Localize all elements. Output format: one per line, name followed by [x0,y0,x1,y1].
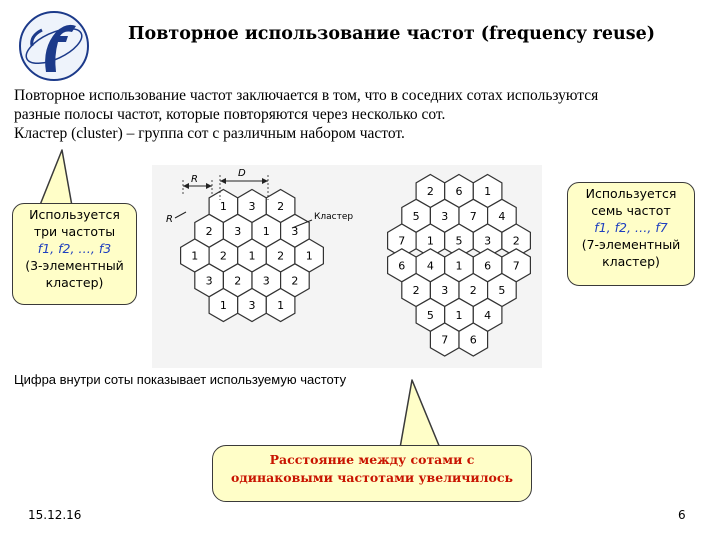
hex-cell-frequency: 1 [249,250,256,263]
hex-cell-frequency: 1 [427,235,434,248]
hex-cell-frequency: 3 [234,225,241,238]
label-d: D [238,168,246,179]
hex-cell-frequency: 2 [413,284,420,297]
callout-line: Используется [29,207,120,222]
hex-cell-frequency: 2 [277,250,284,263]
hex-cell-frequency: 1 [306,250,313,263]
intro-text: Повторное использование частот заключает… [14,86,714,143]
hex-cell-frequency: 7 [441,334,448,347]
hex-cell-frequency: 6 [484,259,491,272]
hex-cell-frequency: 1 [456,259,463,272]
hex-cell-frequency: 2 [234,274,241,287]
label-r-small: R [166,214,173,225]
hex-cell-frequency: 3 [249,299,256,312]
callout-line: (7-элементный [581,237,681,252]
hex-cell-frequency: 1 [191,250,198,263]
hex-cell-frequency: 4 [427,259,434,272]
hex-cell [265,287,296,323]
callout-line: кластер) [45,275,104,290]
hex-cell-frequency: 6 [456,185,463,198]
callout-line: одинаковыми частотами увеличилось [231,470,513,485]
callout-line: кластер) [602,254,660,269]
label-r: R [191,174,198,185]
seven-frequency-callout: Используется семь частот f1, f2, …, f7 (… [567,182,695,286]
hex-cell-frequency: 1 [263,225,270,238]
hex-cell-frequency: 1 [220,299,227,312]
diagram-caption: Цифра внутри соты показывает используему… [14,372,347,387]
hex-cell-frequency: 5 [427,309,434,322]
hex-cell-frequency: 3 [263,274,270,287]
page-number: 6 [678,508,686,522]
hex-cell-frequency: 3 [249,200,256,213]
hex-cell-frequency: 3 [441,210,448,223]
dimension-annotations: R D R Кластер [166,168,353,229]
hex-cell-frequency: 3 [484,235,491,248]
footer-date: 15.12.16 [28,508,82,522]
hex-cell-frequency: 2 [206,225,213,238]
hex-cell-frequency: 2 [291,274,298,287]
hex-cell-frequency: 3 [291,225,298,238]
hex-cell-frequency: 5 [413,210,420,223]
logo-emblem-icon [19,11,89,81]
hex-cell-frequency: 2 [220,250,227,263]
hex-cell-frequency: 6 [398,259,405,272]
hex-cell-frequency: 5 [498,284,505,297]
callout-line: семь частот [591,203,671,218]
hex-cell [458,322,489,357]
intro-line: Повторное использование частот заключает… [14,87,599,104]
hex-cell-frequency: 4 [498,210,505,223]
intro-line: Кластер (cluster) – группа сот с различн… [14,125,405,142]
hex-cell-frequency: 4 [484,309,491,322]
page-title: Повторное использование частот (frequenc… [128,24,655,44]
hex-cell-frequency: 2 [513,235,520,248]
distance-callout: Расстояние между сотами с одинаковыми ча… [212,445,532,502]
hex-cell-frequency: 7 [398,235,405,248]
hex-cell-frequency: 2 [470,284,477,297]
hex-cell-frequency: 6 [470,334,477,347]
three-frequency-callout: Используется три частоты f1, f2, …, f3 (… [12,203,137,305]
hex-cell-frequency: 1 [456,309,463,322]
intro-line: разные полосы частот, которые повторяютс… [14,106,446,123]
callout-line: три частоты [33,224,116,239]
hex-cell-frequency: 7 [470,210,477,223]
university-logo [19,11,89,81]
label-cluster: Кластер [314,212,353,222]
callout-line: Используется [585,186,677,201]
hex-cell-frequency: 1 [220,200,227,213]
hex-cell-frequency: 3 [441,284,448,297]
hex-cell-frequency: 1 [277,299,284,312]
hex-cell-frequency: 3 [206,274,213,287]
hex-cell-frequency: 1 [484,185,491,198]
callout-line: (3-элементный [25,258,124,273]
hex-cell-frequency: 5 [456,235,463,248]
hex-cell-frequency: 2 [427,185,434,198]
hex-cell-frequency: 7 [513,259,520,272]
callout-line: Расстояние между сотами с [269,452,475,467]
hex-cell-frequency: 2 [277,200,284,213]
callout-frequencies: f1, f2, …, f3 [37,241,112,256]
callout-frequencies: f1, f2, …, f7 [594,220,668,235]
